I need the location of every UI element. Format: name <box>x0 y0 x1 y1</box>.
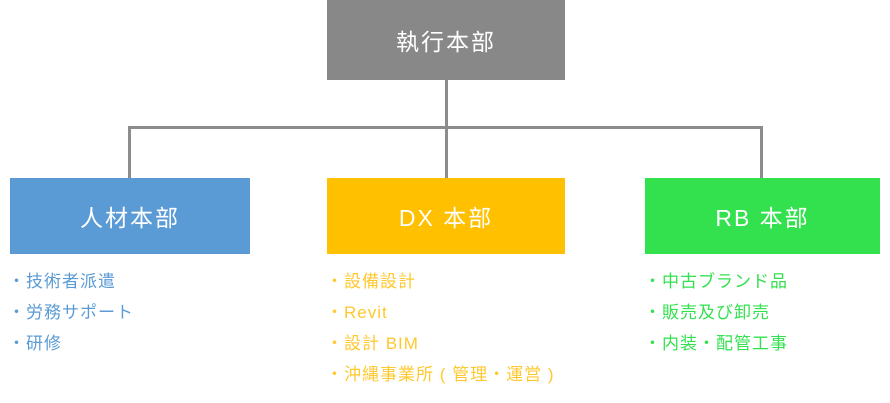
list-item: ・内装・配管工事 <box>644 328 788 359</box>
list-item: ・販売及び卸売 <box>644 297 788 328</box>
list-item-label: 技術者派遣 <box>26 272 116 291</box>
branch-rb-item-list: ・中古ブランド品 ・販売及び卸売 ・内装・配管工事 <box>644 266 788 359</box>
connector-root-vertical <box>445 80 448 178</box>
list-item-label: 沖縄事業所 ( 管理・運営 ) <box>344 365 555 384</box>
list-item-label: 設計 BIM <box>344 334 419 353</box>
list-item: ・設備設計 <box>326 266 555 297</box>
list-item: ・沖縄事業所 ( 管理・運営 ) <box>326 359 555 390</box>
list-item: ・研修 <box>8 328 134 359</box>
bullet-icon: ・ <box>326 303 344 322</box>
connector-branch-rb-drop <box>760 126 763 178</box>
list-item-label: 労務サポート <box>26 303 134 322</box>
bullet-icon: ・ <box>8 272 26 291</box>
list-item-label: 内装・配管工事 <box>662 334 788 353</box>
node-root-executive-hq[interactable]: 執行本部 <box>327 0 565 80</box>
bullet-icon: ・ <box>644 334 662 353</box>
node-root-label: 執行本部 <box>396 29 496 55</box>
list-item-label: 設備設計 <box>344 272 416 291</box>
list-item: ・中古ブランド品 <box>644 266 788 297</box>
list-item-label: 販売及び卸売 <box>662 303 770 322</box>
list-item: ・技術者派遣 <box>8 266 134 297</box>
list-item: ・労務サポート <box>8 297 134 328</box>
branch-hr-item-list: ・技術者派遣 ・労務サポート ・研修 <box>8 266 134 359</box>
list-item-label: Revit <box>344 303 388 322</box>
connector-branch-hr-drop <box>128 126 131 178</box>
bullet-icon: ・ <box>326 334 344 353</box>
node-branch-hr-label: 人材本部 <box>80 205 180 231</box>
list-item-label: 中古ブランド品 <box>662 272 788 291</box>
bullet-icon: ・ <box>644 303 662 322</box>
node-branch-rb[interactable]: RB 本部 <box>645 178 880 254</box>
node-branch-hr[interactable]: 人材本部 <box>10 178 250 254</box>
connector-horizontal-bar <box>128 126 763 129</box>
list-item-label: 研修 <box>26 334 62 353</box>
node-branch-dx[interactable]: DX 本部 <box>327 178 565 254</box>
bullet-icon: ・ <box>326 272 344 291</box>
bullet-icon: ・ <box>326 365 344 384</box>
branch-dx-item-list: ・設備設計 ・Revit ・設計 BIM ・沖縄事業所 ( 管理・運営 ) <box>326 266 555 390</box>
list-item: ・Revit <box>326 297 555 328</box>
list-item: ・設計 BIM <box>326 328 555 359</box>
bullet-icon: ・ <box>8 303 26 322</box>
bullet-icon: ・ <box>644 272 662 291</box>
node-branch-dx-label: DX 本部 <box>398 205 494 231</box>
node-branch-rb-label: RB 本部 <box>715 205 810 231</box>
bullet-icon: ・ <box>8 334 26 353</box>
